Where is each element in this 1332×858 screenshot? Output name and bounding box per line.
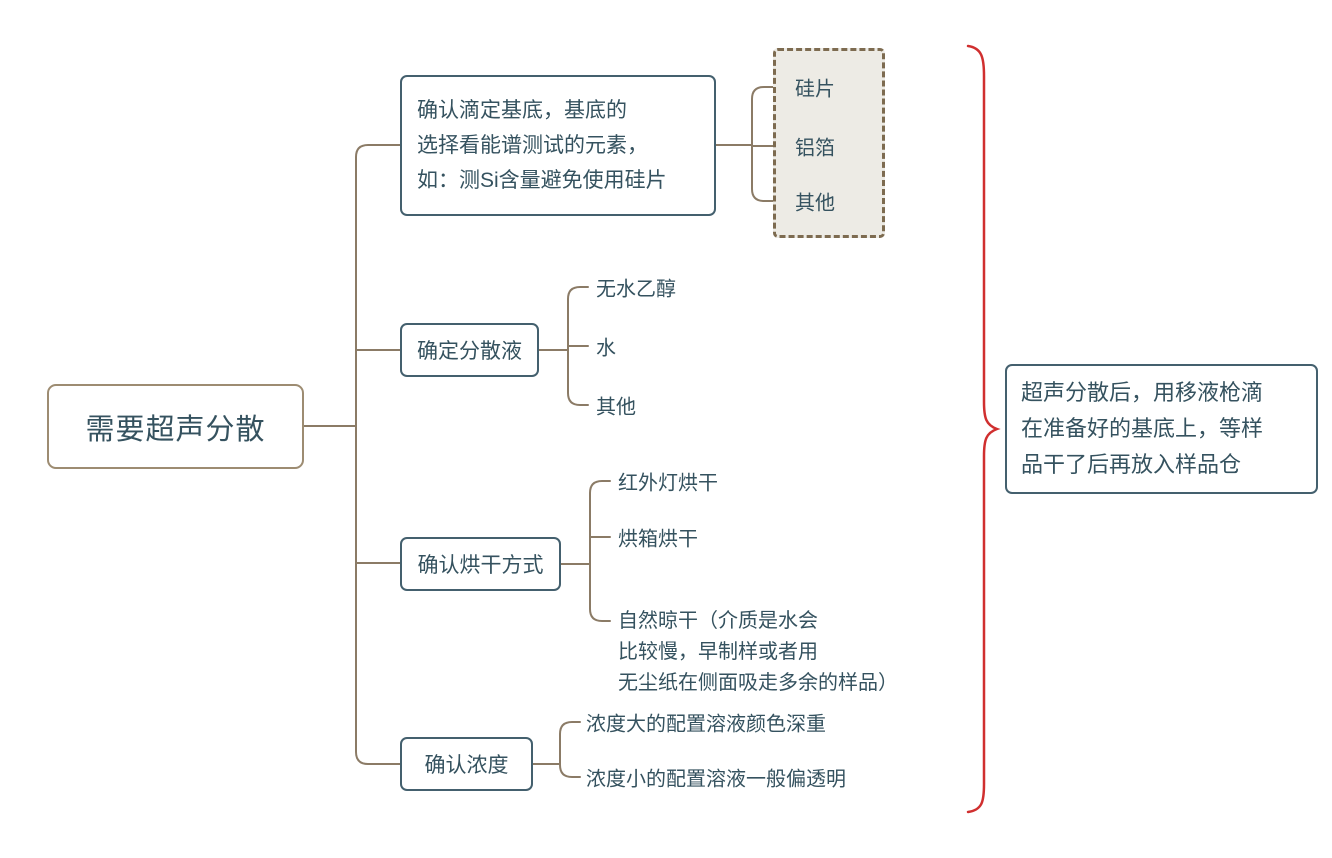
curly-brace xyxy=(966,44,1001,814)
leaf-node[interactable]: 其他 xyxy=(596,391,636,420)
leaf-node-label: 浓度小的配置溶液一般偏透明 xyxy=(586,768,846,791)
leaf-node-label: 其他 xyxy=(795,192,835,215)
leaf-node-label: 硅片 xyxy=(795,78,835,101)
leaf-node[interactable]: 铝箔 xyxy=(795,132,835,161)
substrate-options-group-box[interactable] xyxy=(773,48,885,238)
leaf-node-label: 铝箔 xyxy=(795,137,835,160)
leaf-node[interactable]: 无水乙醇 xyxy=(596,273,676,302)
leaf-node[interactable]: 水 xyxy=(596,332,616,361)
connector-line xyxy=(751,86,788,202)
leaf-node[interactable]: 其他 xyxy=(795,187,835,216)
leaf-node-label: 水 xyxy=(596,337,616,360)
leaf-node-label: 其他 xyxy=(596,396,636,419)
leaf-node[interactable]: 浓度小的配置溶液一般偏透明 xyxy=(586,763,846,792)
leaf-node-label: 自然晾干（介质是水会 比较慢，早制样或者用 无尘纸在侧面吸走多余的样品） xyxy=(618,610,898,694)
summary-note-node[interactable]: 超声分散后，用移液枪滴 在准备好的基底上，等样 品干了后再放入样品仓 xyxy=(1005,364,1318,494)
summary-note-label: 超声分散后，用移液枪滴 在准备好的基底上，等样 品干了后再放入样品仓 xyxy=(1021,380,1264,477)
leaf-node-label: 浓度大的配置溶液颜色深重 xyxy=(586,713,826,736)
connector-line xyxy=(589,480,611,622)
leaf-node[interactable]: 浓度大的配置溶液颜色深重 xyxy=(586,708,826,737)
leaf-node[interactable]: 自然晾干（介质是水会 比较慢，早制样或者用 无尘纸在侧面吸走多余的样品） xyxy=(618,575,898,699)
branch-node-label: 确定分散液 xyxy=(417,340,522,363)
leaf-node-label: 无水乙醇 xyxy=(596,278,676,301)
root-node[interactable]: 需要超声分散 xyxy=(47,384,304,469)
connector-line xyxy=(559,721,581,778)
connector-line xyxy=(355,144,401,765)
leaf-node[interactable]: 红外灯烘干 xyxy=(618,467,718,496)
leaf-node-label: 红外灯烘干 xyxy=(618,472,718,495)
branch-node-dispersant[interactable]: 确定分散液 xyxy=(400,323,539,377)
branch-node-drying[interactable]: 确认烘干方式 xyxy=(400,537,561,591)
branch-node-label: 确认滴定基底，基底的 选择看能谱测试的元素， 如：测Si含量避免使用硅片 xyxy=(417,99,667,192)
leaf-node-label: 烘箱烘干 xyxy=(618,528,698,551)
branch-node-label: 确认烘干方式 xyxy=(417,554,544,577)
root-node-label: 需要超声分散 xyxy=(85,413,266,446)
branch-node-concentration[interactable]: 确认浓度 xyxy=(400,737,533,791)
leaf-node[interactable]: 硅片 xyxy=(795,73,835,102)
leaf-node[interactable]: 烘箱烘干 xyxy=(618,523,698,552)
branch-node-substrate[interactable]: 确认滴定基底，基底的 选择看能谱测试的元素， 如：测Si含量避免使用硅片 xyxy=(400,75,716,216)
branch-node-label: 确认浓度 xyxy=(424,754,509,777)
